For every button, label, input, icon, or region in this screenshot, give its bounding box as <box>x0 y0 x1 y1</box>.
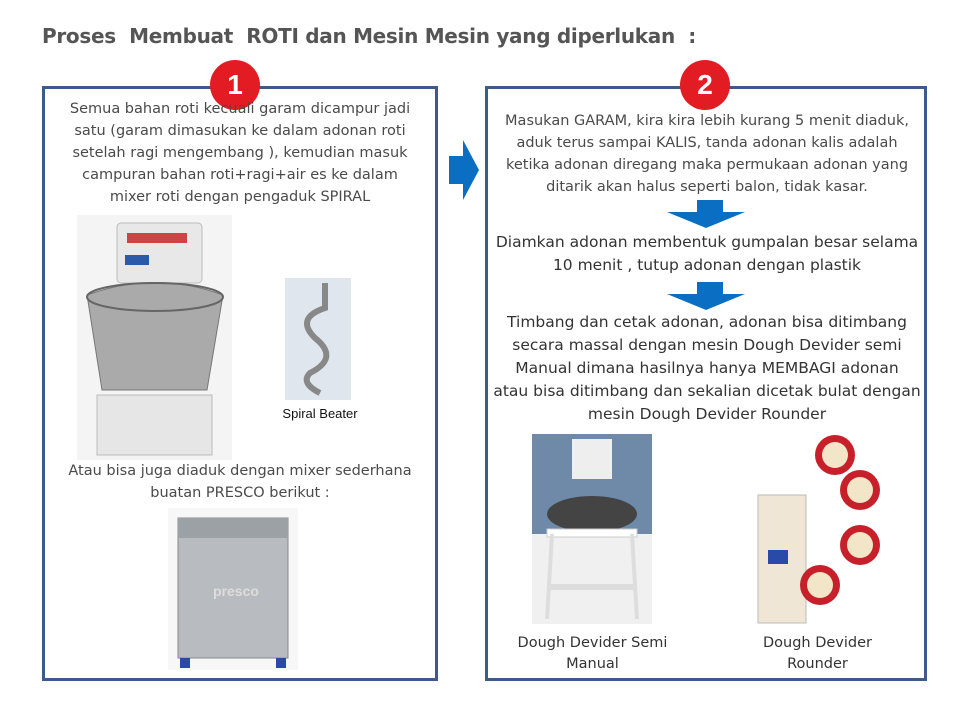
page-title: Proses Membuat ROTI dan Mesin Mesin yang… <box>42 24 696 48</box>
presco-mixer-image: presco <box>168 508 298 670</box>
step-2-text-resting: Diamkan adonan membentuk gumpalan besar … <box>495 233 919 274</box>
step-2-text-dividing: Timbang dan cetak adonan, adonan bisa di… <box>493 313 921 423</box>
spiral-mixer-image <box>77 215 232 460</box>
spiral-beater-image <box>285 278 351 400</box>
down-arrow-icon <box>667 282 745 310</box>
right-arrow-icon <box>449 140 479 200</box>
dough-divider-semi-manual-image <box>532 434 652 624</box>
caption-dough-divider-rounder: Dough Devider Rounder <box>762 635 872 672</box>
step-2-badge: 2 <box>680 60 730 110</box>
step-1-text: Semua bahan roti kecuali garam dicampur … <box>69 101 411 205</box>
presco-brand-watermark: presco <box>213 583 259 599</box>
step-2-text-mixing: Masukan GARAM, kira kira lebih kurang 5 … <box>505 113 909 195</box>
dough-divider-rounder-image <box>750 435 880 625</box>
step-1-badge: 1 <box>210 60 260 110</box>
caption-dough-divider-semi-manual: Dough Devider Semi Manual <box>517 635 668 672</box>
down-arrow-icon <box>667 200 745 228</box>
spiral-beater-label: Spiral Beater <box>282 406 358 421</box>
alternative-mixer-text: Atau bisa juga diaduk dengan mixer seder… <box>68 463 412 501</box>
